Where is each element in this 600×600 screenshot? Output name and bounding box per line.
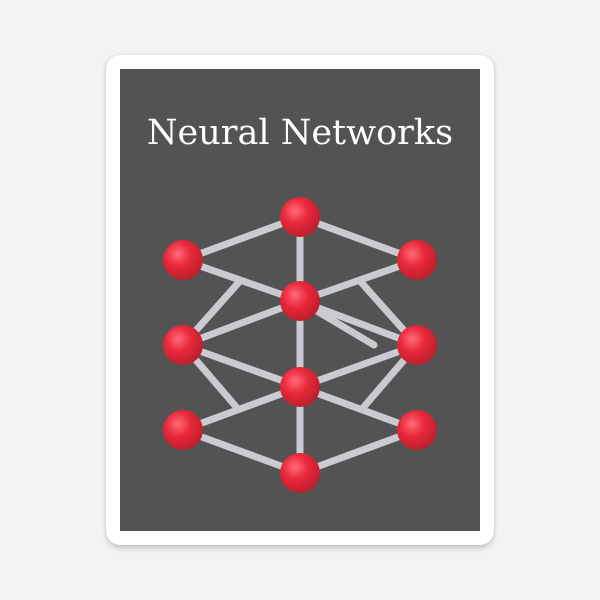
network-edge <box>179 297 304 349</box>
sticker-title: Neural Networks <box>146 113 454 153</box>
sticker-artwork: Neural Networks <box>120 69 480 531</box>
network-node <box>280 453 320 493</box>
network-edge <box>296 426 421 477</box>
sticker[interactable]: Neural Networks <box>106 55 494 545</box>
network-edge <box>296 213 421 264</box>
network-node <box>163 410 203 450</box>
network-node <box>397 325 437 365</box>
network-node <box>163 325 203 365</box>
network-edge <box>179 383 304 434</box>
network-node <box>397 240 437 280</box>
network-nodes <box>163 197 437 493</box>
network-node <box>280 367 320 407</box>
network-edge <box>296 297 421 349</box>
network-node <box>280 281 320 321</box>
neural-network-icon <box>163 197 437 493</box>
network-edge <box>179 213 304 264</box>
network-edge <box>296 341 421 391</box>
network-edges <box>179 213 421 477</box>
network-node <box>280 197 320 237</box>
network-edge <box>296 383 421 434</box>
network-edge <box>179 341 304 391</box>
network-node <box>163 240 203 280</box>
network-edge <box>179 426 304 477</box>
network-node <box>397 410 437 450</box>
